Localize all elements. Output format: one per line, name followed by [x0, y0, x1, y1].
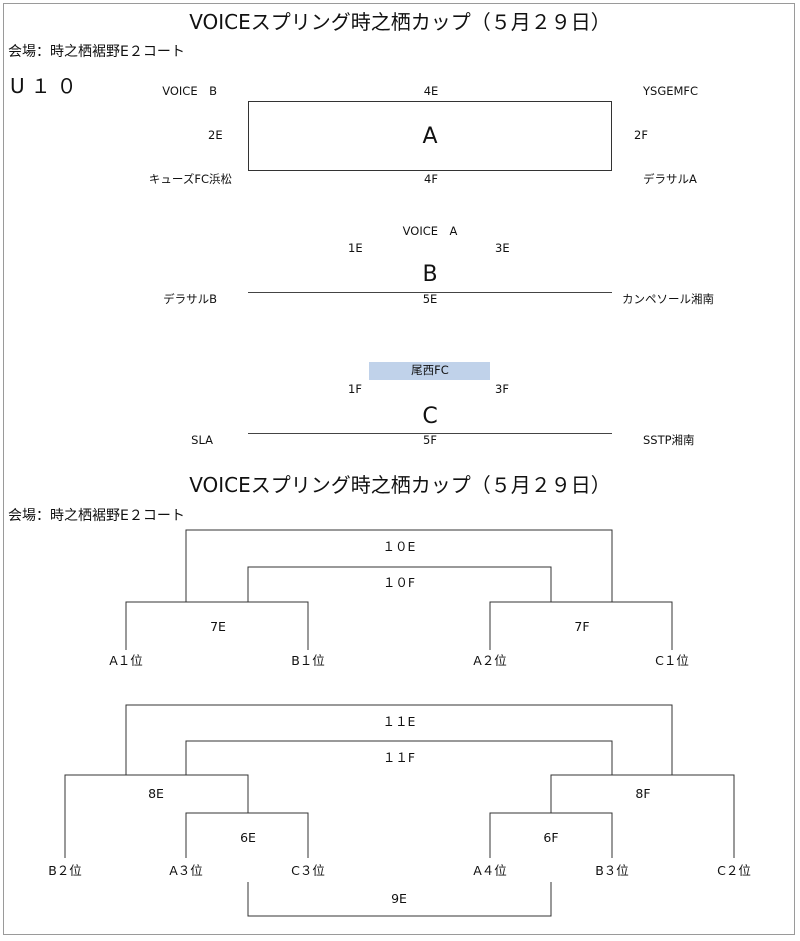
upper-semi-right-line — [489, 601, 673, 650]
page-frame — [3, 3, 795, 935]
group-b-match-right: 3E — [495, 241, 510, 255]
group-a-team-top-left: VOICE B — [162, 84, 217, 98]
group-a-match-top: 4E — [423, 84, 439, 98]
lower-semi-left-label: 8E — [148, 786, 164, 801]
group-a-letter: A — [422, 124, 438, 149]
upper-final-label: １０E — [382, 539, 416, 554]
lower-seed-6: C２位 — [717, 863, 751, 878]
group-c-team-right: SSTP湘南 — [643, 433, 695, 447]
group-c-letter: C — [422, 404, 438, 429]
lower-semi-right-label: 8F — [635, 786, 651, 801]
lower-qf-left-line — [185, 812, 309, 858]
lower-qf-left-label: 6E — [240, 830, 256, 845]
upper-seed-4: C１位 — [655, 653, 689, 668]
group-c-highlight — [369, 362, 490, 380]
group-a-team-bottom-left: キューズFC浜松 — [148, 172, 232, 186]
upper-semi-left-label: 7E — [210, 619, 226, 634]
upper-third-label: １０F — [382, 575, 416, 590]
lower-seed-3: C３位 — [291, 863, 325, 878]
lower-seed-4: A４位 — [473, 863, 507, 878]
lower-semi-right-line — [550, 774, 735, 858]
group-a-team-bottom-right: デラサルA — [643, 172, 697, 186]
group-b-team-top: VOICE A — [402, 224, 458, 238]
upper-third-line — [247, 566, 552, 602]
upper-final-line — [185, 529, 613, 602]
lower-semi-left-line — [64, 774, 249, 858]
group-b-team-right: カンペソール湘南 — [622, 292, 714, 306]
lower-final-line — [125, 704, 673, 775]
group-c-line — [248, 433, 612, 434]
lower-consolation-label: 9E — [391, 891, 407, 906]
group-c-match-right: 3F — [495, 382, 509, 396]
lower-qf-right-label: 6F — [543, 830, 559, 845]
upper-seed-3: A２位 — [473, 653, 507, 668]
group-b-letter: B — [422, 262, 438, 287]
lower-consolation-line — [247, 882, 552, 917]
group-a-team-top-right: YSGEMFC — [643, 84, 699, 98]
lower-seed-1: B２位 — [48, 863, 82, 878]
upper-seed-2: B１位 — [291, 653, 325, 668]
group-b-match-bottom: 5E — [422, 292, 438, 306]
upper-semi-left-line — [125, 601, 309, 650]
tournament-title: VOICEスプリング時之栖カップ（５月２９日） — [189, 473, 611, 497]
group-a-box — [248, 101, 612, 171]
group-a-match-left: 2E — [208, 128, 223, 142]
page-title: VOICEスプリング時之栖カップ（５月２９日） — [189, 10, 611, 34]
tournament-venue-label: 会場：時之栖裾野E２コート — [8, 508, 185, 524]
lower-final-label: １１E — [382, 714, 416, 729]
lower-seed-5: B３位 — [595, 863, 629, 878]
group-c-match-bottom: 5F — [423, 433, 437, 447]
lower-third-label: １１F — [382, 750, 416, 765]
group-c-team-top: 尾西FC — [411, 363, 449, 377]
group-a-match-bottom: 4F — [424, 172, 438, 186]
lower-seed-2: A３位 — [169, 863, 203, 878]
group-c-match-left: 1F — [348, 382, 362, 396]
group-b-match-left: 1E — [348, 241, 363, 255]
upper-semi-right-label: 7F — [574, 619, 590, 634]
lower-third-line — [185, 740, 613, 775]
venue-label: 会場：時之栖裾野E２コート — [8, 44, 185, 60]
group-b-line — [248, 292, 612, 293]
upper-seed-1: A１位 — [109, 653, 143, 668]
group-b-team-left: デラサルB — [163, 292, 217, 306]
lower-qf-right-line — [489, 812, 613, 858]
group-a-match-right: 2F — [634, 128, 648, 142]
category-label: U１０ — [10, 74, 83, 98]
group-c-team-left: SLA — [191, 433, 213, 447]
